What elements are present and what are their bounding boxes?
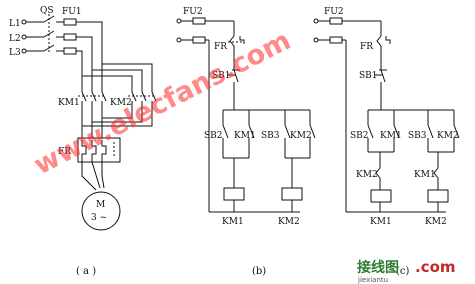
logo-com-text: .com bbox=[415, 258, 456, 276]
qs-label: QS bbox=[40, 6, 54, 16]
sb3-label-b: SB3 bbox=[261, 131, 280, 141]
fu2-label-b: FU2 bbox=[183, 7, 203, 17]
site-logo: 接线图 .com jiexiantu bbox=[357, 258, 456, 284]
caption-b: (b) bbox=[252, 266, 266, 277]
km2-main-label: KM2 bbox=[110, 98, 132, 108]
sb1-label-b: SB1 bbox=[212, 71, 231, 81]
line-l1-label: L1 bbox=[9, 19, 21, 29]
sb1-label-c: SB1 bbox=[359, 71, 378, 81]
panel-c-control-circuit bbox=[313, 17, 460, 213]
fr-main-label: FR bbox=[58, 147, 71, 157]
panel-b-control-circuit bbox=[176, 17, 316, 213]
coil-km2-label-c: KM2 bbox=[425, 217, 447, 227]
km2-contact-label-c: KM2 bbox=[437, 131, 459, 141]
line-l3-label: L3 bbox=[9, 48, 21, 58]
logo-sub-text: jiexiantu bbox=[357, 276, 388, 284]
sb2-label-b: SB2 bbox=[204, 131, 223, 141]
km1-main-label: KM1 bbox=[58, 98, 80, 108]
km2-contact-label-b: KM2 bbox=[290, 131, 312, 141]
caption-a: ( a ) bbox=[76, 266, 96, 277]
logo-cn-text: 接线图 bbox=[357, 259, 399, 276]
fu2-label-c: FU2 bbox=[324, 7, 344, 17]
coil-km2-label-b: KM2 bbox=[278, 217, 300, 227]
fu1-label: FU1 bbox=[62, 7, 82, 17]
sb2-label-c: SB2 bbox=[350, 131, 369, 141]
km1-contact-label-c: KM1 bbox=[380, 131, 402, 141]
interlock-km1-label-c: KM1 bbox=[414, 170, 436, 180]
coil-km1-label-c: KM1 bbox=[370, 217, 392, 227]
caption-c: (c) bbox=[396, 266, 410, 277]
interlock-km2-label-c: KM2 bbox=[356, 170, 378, 180]
line-l2-label: L2 bbox=[9, 34, 21, 44]
fr-label-c: FR bbox=[360, 42, 373, 52]
coil-km1-label-b: KM1 bbox=[222, 217, 244, 227]
km1-contact-label-b: KM1 bbox=[234, 131, 256, 141]
panel-a-main-circuit bbox=[21, 14, 157, 231]
sb3-label-c: SB3 bbox=[408, 131, 427, 141]
motor-letter: M bbox=[96, 200, 105, 210]
motor-phase: 3 ~ bbox=[91, 213, 107, 223]
fr-label-b: FR bbox=[214, 42, 227, 52]
